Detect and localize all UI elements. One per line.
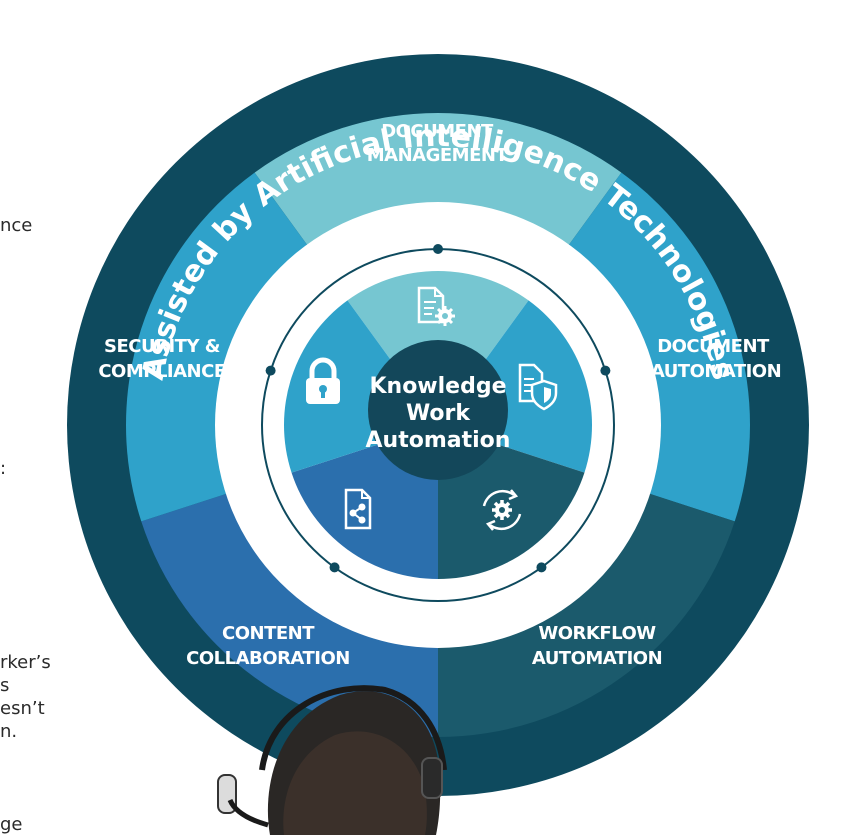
document-shield-icon: [518, 363, 558, 411]
segment-label-security-compliance-1: SECURITY &: [104, 336, 220, 357]
center-label-line-2: Work: [406, 401, 471, 426]
left-text-fragment: :: [0, 458, 7, 479]
center-circle: [368, 340, 508, 480]
segment-label-workflow-automation-1: WORKFLOW: [538, 623, 656, 644]
ring-dot: [329, 562, 340, 573]
ring-dot: [265, 365, 276, 376]
segment-label-content-collaboration-1: CONTENT: [222, 623, 315, 644]
segment-label-security-compliance-2: COMPLIANCE: [98, 361, 225, 382]
center-label-line-1: Knowledge: [369, 374, 506, 399]
document-gear-icon: [417, 286, 455, 326]
cycle-gear-icon: [482, 489, 522, 531]
segment-label-document-automation-1: DOCUMENT: [657, 336, 770, 357]
ring-dot: [536, 562, 547, 573]
left-text-fragment: n.: [0, 721, 18, 742]
left-text-fragment: s: [0, 675, 10, 696]
segment-label-document-automation-2: AUTOMATION: [651, 361, 781, 382]
center-label-line-3: Automation: [366, 428, 511, 453]
ring-dot: [600, 365, 611, 376]
left-text-fragment: esn’t: [0, 698, 45, 719]
segment-label-document-management-2: MANAGEMENT: [367, 145, 509, 166]
ring-dots: [265, 244, 611, 573]
ring-dot: [433, 244, 443, 254]
share-document-icon: [344, 488, 372, 530]
segment-label-workflow-automation-2: AUTOMATION: [532, 648, 662, 669]
segment-label-document-management-1: DOCUMENT: [381, 121, 494, 142]
left-text-fragment: ge: [0, 814, 23, 835]
person-with-headset-photo: [217, 685, 447, 835]
left-text-fragment: rker’s: [0, 652, 51, 673]
lock-icon: [306, 357, 340, 404]
left-text-fragment: nce: [0, 215, 33, 236]
segment-label-content-collaboration-2: COLLABORATION: [186, 648, 350, 669]
